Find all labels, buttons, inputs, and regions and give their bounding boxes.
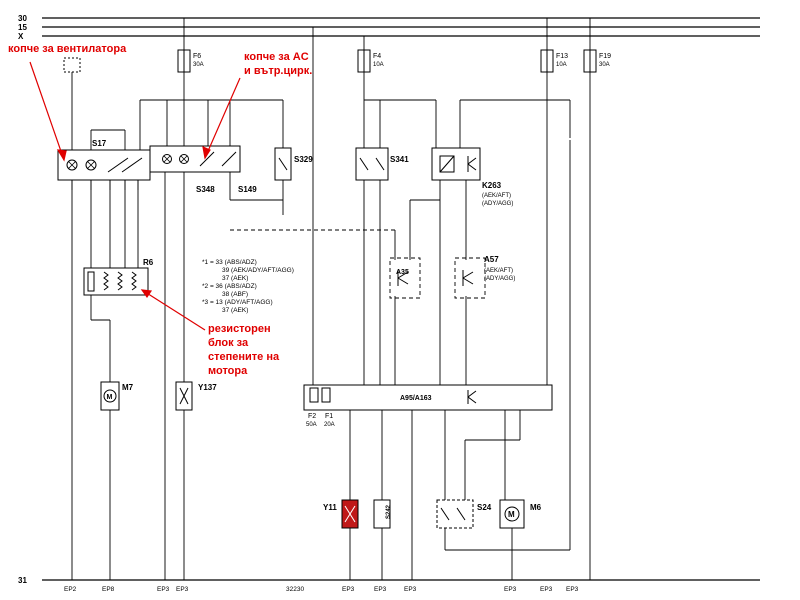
fuse-f1-id: F1 <box>325 413 333 420</box>
valve-y137: Y137 <box>175 381 217 411</box>
switch-s329: S329 <box>274 147 313 181</box>
sensor-s242-label: S242 <box>386 504 392 519</box>
fan-switch-connector <box>63 57 81 73</box>
valve-y137-label: Y137 <box>198 383 217 392</box>
fuse-f13-rating: 10A <box>556 62 567 68</box>
module-a57-label: A57 <box>484 255 499 264</box>
switch-s341: S341 <box>355 147 409 181</box>
ground-label: EP3 <box>404 586 417 593</box>
ground-label: EP2 <box>64 586 77 593</box>
switch-s17: S17 <box>57 139 151 190</box>
motor-m6-label: M6 <box>530 503 542 512</box>
motor-m6-symbol: M <box>508 510 515 519</box>
switch-s329-label: S329 <box>294 155 313 164</box>
module-a95-a163: A95/A163 F2 50A F1 20A <box>303 384 553 428</box>
fuse-f13: F13 10A <box>540 49 568 73</box>
relay-k263: K263 (AEK/AFT) (ADY/AGG) <box>431 147 513 207</box>
bus-label-31: 31 <box>18 576 27 585</box>
fan-switch-annotation: копче за вентилатора <box>8 43 127 55</box>
wires <box>71 18 591 580</box>
valve-y11-label: Y11 <box>323 503 337 512</box>
fuse-f2-rating: 50A <box>306 422 317 428</box>
fuse-f4-rating: 10A <box>373 62 384 68</box>
motor-m7-symbol: M <box>107 394 113 401</box>
module-a57: A57 (AEK/AFT) (ADY/AGG) <box>462 255 515 286</box>
switch-s24-label: S24 <box>477 503 492 512</box>
annotation-arrows <box>29 61 241 331</box>
footnote-line: *1 = 33 (ABS/ADZ) <box>202 259 257 266</box>
valve-y11: Y11 <box>323 499 359 529</box>
ground-label: EP3 <box>540 586 553 593</box>
footnote-line: *3 = 13 (ADY/AFT/AGG) <box>202 299 273 306</box>
ground-label: EP3 <box>157 586 170 593</box>
module-a95-label: A95/A163 <box>400 395 432 402</box>
ground-ref: 32230 <box>286 586 304 593</box>
footnote-line: *2 = 36 (ABS/ADZ) <box>202 283 257 290</box>
motor-m6: M M6 <box>499 499 542 529</box>
relay-k263-note1: (AEK/AFT) <box>482 193 511 199</box>
fuse-f6-id: F6 <box>193 53 201 60</box>
bus-label-15: 15 <box>18 23 27 32</box>
fuse-f2-id: F2 <box>308 413 316 420</box>
motor-m7: M M7 <box>100 381 134 411</box>
ac-switch-annotation: копче за AC и вътр.цирк. <box>244 51 313 77</box>
switch-s17-label: S17 <box>92 139 107 148</box>
footnote-line: 39 (AEK/ADY/AFT/AGG) <box>222 267 294 274</box>
dashed-connections <box>230 229 486 299</box>
motor-m7-label: M7 <box>122 383 134 392</box>
ground-label: EP3 <box>342 586 355 593</box>
footnote-line: 38 (ABF) <box>222 291 248 298</box>
bus-label-x: X <box>18 32 24 41</box>
switch-s348-s149: S348 S149 <box>149 145 257 194</box>
resistor-block-r6-label: R6 <box>143 258 154 267</box>
switch-s348-label: S348 <box>196 185 215 194</box>
fuse-f6: F6 30A <box>177 49 204 73</box>
relay-k263-note2: (ADY/AGG) <box>482 201 513 207</box>
fuse-f19-id: F19 <box>599 53 611 60</box>
ground-label: EP3 <box>504 586 517 593</box>
fuse-f19-rating: 30A <box>599 62 610 68</box>
power-buses <box>42 17 760 581</box>
relay-k263-label: K263 <box>482 181 502 190</box>
ground-label: EP3 <box>176 586 189 593</box>
module-a35-label: A35 <box>396 269 409 276</box>
ground-label: EP3 <box>374 586 387 593</box>
resistor-block-annotation: резисторен блок за степените на мотора <box>208 323 280 377</box>
fuse-f19: F19 30A <box>583 49 611 73</box>
fuse-f6-rating: 30A <box>193 62 204 68</box>
footnote-line: 37 (AEK) <box>222 307 248 314</box>
module-a57-note2: (ADY/AGG) <box>484 276 515 282</box>
ground-labels: EP2 EP8 EP3 EP3 32230 EP3 EP3 EP3 EP3 EP… <box>64 586 579 593</box>
ground-label: EP8 <box>102 586 115 593</box>
ground-label: EP3 <box>566 586 579 593</box>
footnotes: *1 = 33 (ABS/ADZ) 39 (AEK/ADY/AFT/AGG) 3… <box>202 259 294 314</box>
switch-s341-label: S341 <box>390 155 409 164</box>
resistor-block-r6: R6 <box>83 258 154 296</box>
sensor-s242: S242 <box>373 499 392 529</box>
switch-s24: S24 <box>436 499 492 529</box>
switch-s149-label: S149 <box>238 185 257 194</box>
bus-label-30: 30 <box>18 14 27 23</box>
module-a35: A35 <box>396 269 409 286</box>
fuse-f13-id: F13 <box>556 53 568 60</box>
module-a57-note1: (AEK/AFT) <box>484 268 513 274</box>
fuse-f1-rating: 20A <box>324 422 335 428</box>
footnote-line: 37 (AEK) <box>222 275 248 282</box>
fuse-f4-id: F4 <box>373 53 381 60</box>
fuse-f4: F4 10A <box>357 49 384 73</box>
